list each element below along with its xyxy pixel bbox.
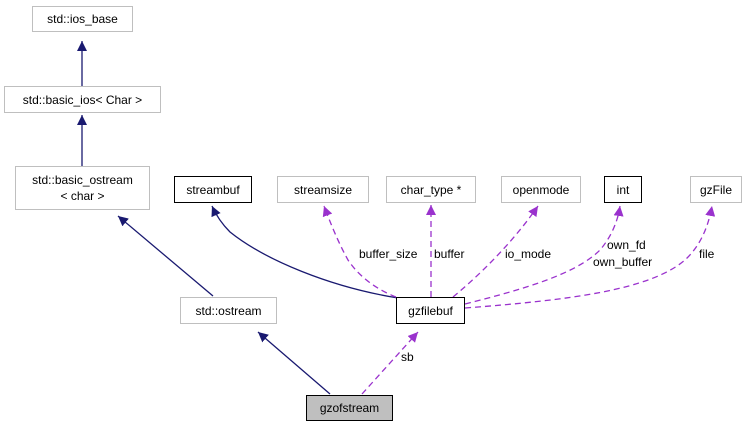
edge-buffer-size	[322, 205, 397, 298]
node-std-ios-base[interactable]: std::ios_base	[32, 6, 133, 32]
edge-own-fd-own-buffer	[464, 205, 624, 305]
node-label: gzofstream	[319, 401, 380, 415]
node-label: openmode	[512, 182, 570, 197]
edge-label-sb: sb	[401, 350, 414, 364]
node-gzfilebuf[interactable]: gzfilebuf	[396, 297, 465, 324]
node-label-line-2: < char >	[60, 189, 105, 203]
edge-label-own-fd: own_fd	[607, 238, 646, 252]
node-streamsize[interactable]: streamsize	[277, 176, 369, 203]
edge-label-own-buffer: own_buffer	[593, 255, 653, 269]
edge-label-file: file	[699, 247, 715, 261]
node-gzofstream[interactable]: gzofstream	[306, 395, 393, 421]
node-label: streambuf	[186, 182, 240, 197]
node-label: streamsize	[293, 182, 352, 197]
node-streambuf[interactable]: streambuf	[174, 176, 252, 203]
node-label: int	[616, 182, 630, 197]
node-std-ostream[interactable]: std::ostream	[180, 297, 277, 324]
node-char-type[interactable]: char_type *	[386, 176, 476, 203]
edge-ostream-to-basic-ostream	[117, 215, 214, 297]
node-label: gzfilebuf	[408, 303, 453, 318]
node-label: gzFile	[699, 182, 732, 197]
edge-label-buffer: buffer	[434, 247, 465, 261]
node-openmode[interactable]: openmode	[501, 176, 581, 203]
node-label: std::ios_base	[47, 12, 118, 26]
edge-label-buffer-size: buffer_size	[359, 247, 418, 261]
node-label: std::ostream	[195, 303, 262, 318]
edge-sb	[361, 331, 419, 395]
edge-file	[464, 205, 716, 309]
node-std-basic-ios[interactable]: std::basic_ios< Char >	[4, 86, 161, 113]
node-std-basic-ostream[interactable]: std::basic_ostream < char >	[15, 166, 150, 210]
node-gzfile[interactable]: gzFile	[690, 176, 742, 203]
node-int[interactable]: int	[604, 176, 642, 203]
node-label: std::basic_ios< Char >	[22, 92, 143, 107]
node-label-line-1: std::basic_ostream	[32, 173, 133, 187]
edge-gzfilebuf-to-streambuf	[211, 205, 399, 299]
edge-gzofstream-to-ostream	[257, 331, 331, 395]
edge-label-io-mode: io_mode	[505, 247, 552, 261]
node-label: char_type *	[400, 182, 462, 197]
edge-io-mode	[452, 205, 539, 298]
